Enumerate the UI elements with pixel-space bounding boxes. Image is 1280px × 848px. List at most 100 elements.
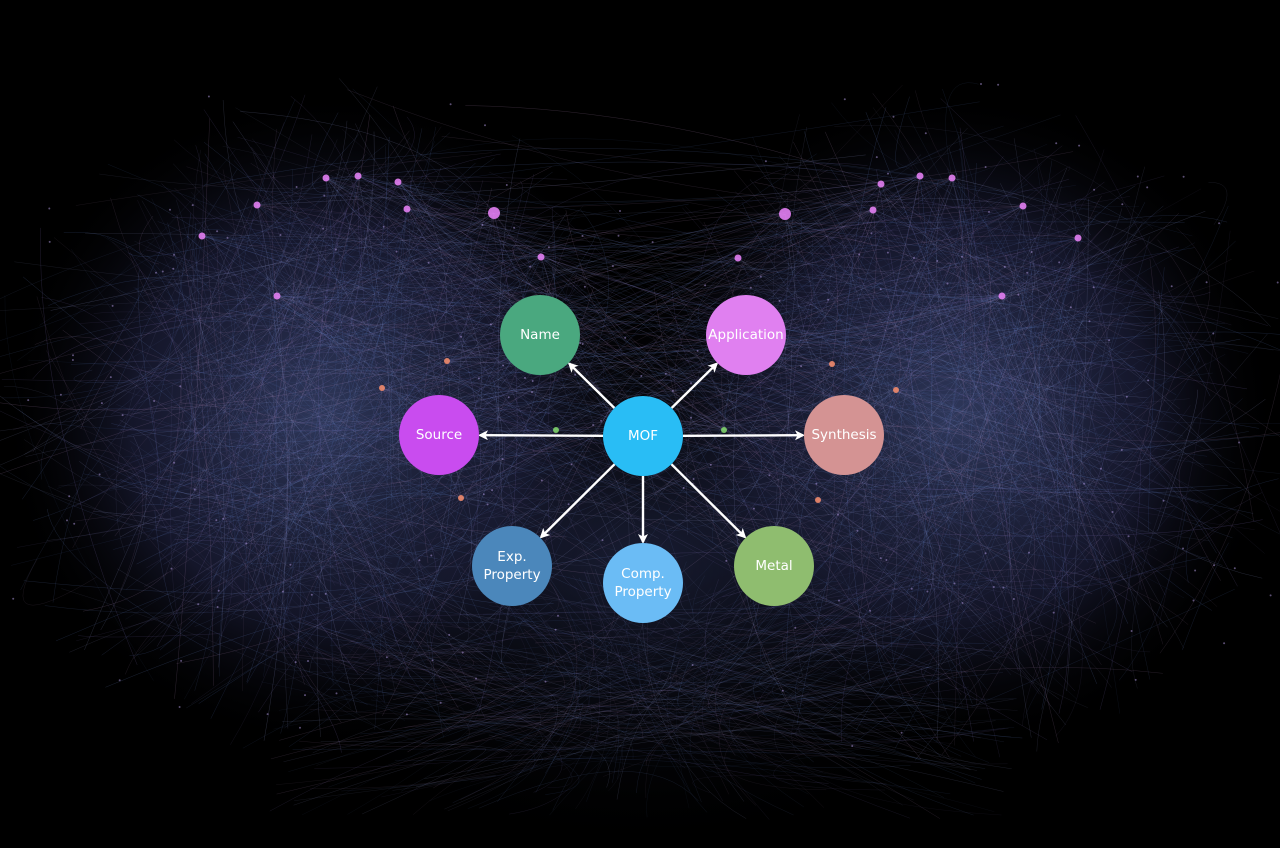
background-edge — [903, 377, 1076, 405]
background-edge — [117, 320, 275, 377]
background-edge — [737, 257, 824, 426]
background-node — [1120, 449, 1123, 451]
background-edge — [406, 208, 823, 435]
background-edge — [613, 714, 978, 771]
background-edge — [646, 670, 727, 818]
background-edge — [491, 583, 767, 680]
background-edge — [880, 183, 1024, 366]
background-edge — [204, 222, 272, 582]
background-edge — [876, 535, 1040, 695]
background-edge — [1070, 237, 1149, 408]
background-node — [1092, 286, 1095, 289]
background-edge — [155, 351, 183, 530]
background-edge — [718, 580, 888, 806]
background-edge — [186, 363, 833, 709]
background-hub-node — [734, 254, 742, 262]
background-edge — [901, 283, 1067, 582]
background-edge — [287, 183, 882, 472]
background-edge — [357, 138, 795, 177]
background-edge — [760, 307, 1126, 505]
background-edge — [235, 220, 1003, 297]
background-edge — [840, 223, 1128, 582]
background-edge — [242, 348, 437, 451]
background-edge — [644, 237, 1145, 566]
background-edge — [562, 620, 793, 699]
background-edge — [726, 263, 1236, 464]
background-edge — [493, 199, 1125, 269]
background-edge — [704, 596, 871, 731]
background-edge — [748, 348, 1022, 654]
background-edge — [738, 183, 1028, 406]
background-edge — [482, 399, 566, 469]
background-edge — [512, 244, 549, 312]
background-edge — [1044, 342, 1176, 378]
background-edge — [329, 497, 462, 646]
background-edge — [135, 287, 450, 732]
background-edge — [111, 423, 591, 458]
background-edge — [760, 167, 1068, 595]
background-edge — [311, 112, 345, 194]
background-edge — [263, 253, 277, 581]
background-edge — [465, 664, 816, 699]
background-edge — [210, 500, 284, 537]
background-edge — [308, 629, 416, 673]
background-edge — [460, 497, 887, 582]
background-edge — [811, 238, 842, 326]
background-node — [427, 261, 430, 264]
background-edge — [677, 570, 803, 709]
background-edge — [327, 501, 459, 709]
background-edge — [806, 541, 1012, 603]
background-edge — [140, 420, 256, 459]
background-edge — [467, 705, 976, 784]
node-exp-property: Exp.Property — [472, 526, 552, 606]
background-edge — [1031, 243, 1132, 534]
background-edge — [237, 136, 542, 258]
background-edge — [1078, 398, 1266, 462]
background-edge — [70, 249, 452, 728]
background-edge — [141, 211, 786, 297]
background-edge — [225, 175, 921, 203]
background-edge — [341, 696, 671, 744]
background-edge — [448, 655, 900, 722]
background-edge — [861, 175, 921, 224]
background-edge — [421, 281, 636, 525]
background-edge — [1159, 373, 1280, 654]
background-edge — [802, 187, 909, 257]
background-edge — [860, 389, 902, 573]
background-edge — [106, 237, 640, 502]
background-edge — [773, 214, 932, 330]
background-edge — [192, 208, 408, 490]
background-edge — [969, 186, 1058, 312]
background-edge — [432, 643, 985, 754]
background-edge — [831, 363, 1280, 474]
background-edge — [649, 552, 1133, 673]
background-edge — [487, 673, 621, 684]
background-node — [988, 210, 990, 213]
background-edge — [137, 212, 495, 411]
background-edge — [283, 86, 378, 729]
background-edge — [172, 132, 450, 501]
background-edge — [253, 192, 441, 472]
background-edge — [21, 241, 165, 500]
background-edge — [1039, 485, 1067, 533]
background-edge — [779, 155, 1028, 419]
background-edge — [241, 390, 277, 620]
background-edge — [836, 466, 1084, 736]
background-edge — [24, 439, 320, 588]
background-edge — [109, 354, 282, 374]
background-edge — [158, 205, 1024, 659]
background-node — [984, 166, 987, 168]
background-edge — [118, 415, 234, 473]
background-edge — [271, 128, 278, 297]
background-edge — [638, 632, 702, 803]
background-node — [501, 458, 504, 460]
background-node — [800, 365, 803, 368]
background-node — [1182, 175, 1185, 178]
background-edge — [1010, 366, 1153, 399]
background-edge — [984, 576, 1151, 653]
background-edge — [141, 263, 489, 380]
background-edge — [615, 643, 686, 769]
background-edge — [959, 209, 1059, 744]
background-edge — [256, 204, 532, 376]
background-edge — [381, 272, 932, 389]
